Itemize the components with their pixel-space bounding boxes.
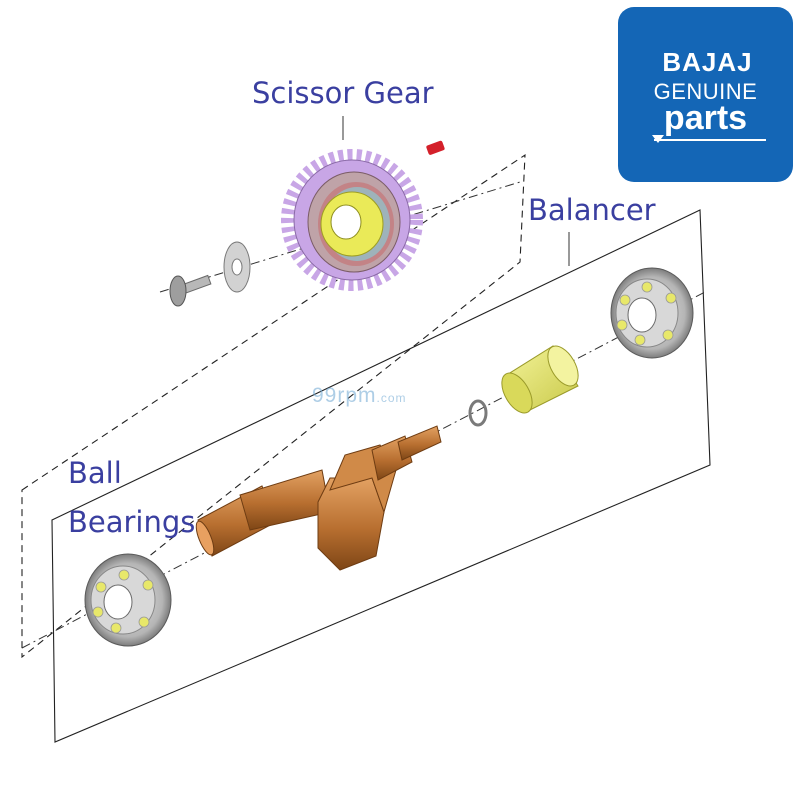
left-ball-bearing — [84, 553, 172, 647]
logo-genuine-text: GENUINE — [653, 79, 758, 104]
logo-check-icon — [652, 135, 664, 143]
balancer-frame — [51, 209, 711, 743]
gear-axis-line — [159, 181, 521, 293]
watermark-main: 99rpm — [312, 384, 377, 407]
bolt — [169, 274, 212, 307]
scissor-gear-label: Scissor Gear — [252, 76, 434, 110]
circlip — [468, 399, 488, 427]
washer — [223, 241, 251, 293]
right-ball-bearing — [610, 267, 694, 359]
watermark: 99rpm.com — [312, 384, 407, 408]
logo-parts-text: parts — [663, 99, 748, 137]
watermark-suffix: .com — [376, 391, 407, 405]
logo-underline — [654, 139, 766, 141]
red-pin — [426, 140, 445, 155]
balancer-shaft — [195, 425, 442, 571]
balancer-label: Balancer — [528, 193, 656, 227]
bajaj-genuine-parts-logo: BAJAJ GENUINE parts — [618, 7, 793, 182]
scissor-gear — [281, 149, 423, 291]
yellow-bushing — [501, 345, 579, 414]
logo-brand-text: BAJAJ — [662, 47, 753, 77]
ball-bearings-label-line1: Ball — [68, 456, 122, 490]
ball-bearings-label-line2: Bearings — [68, 505, 196, 539]
